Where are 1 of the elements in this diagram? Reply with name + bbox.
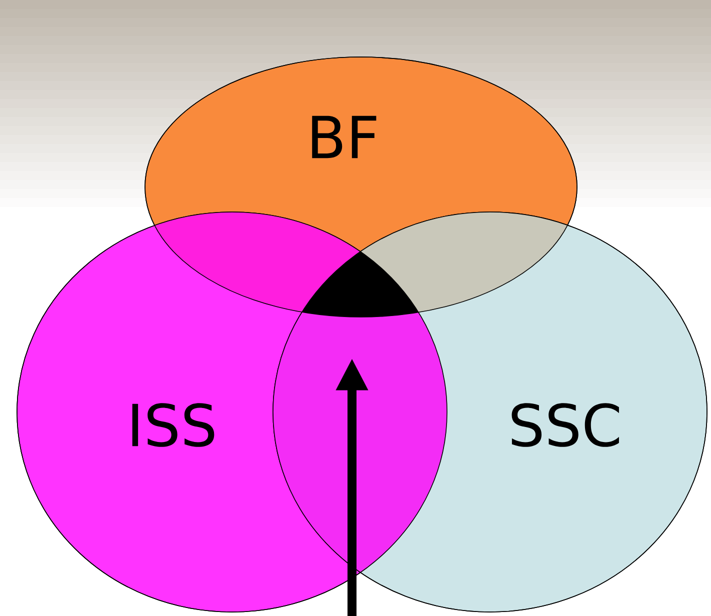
center-region <box>302 252 418 317</box>
